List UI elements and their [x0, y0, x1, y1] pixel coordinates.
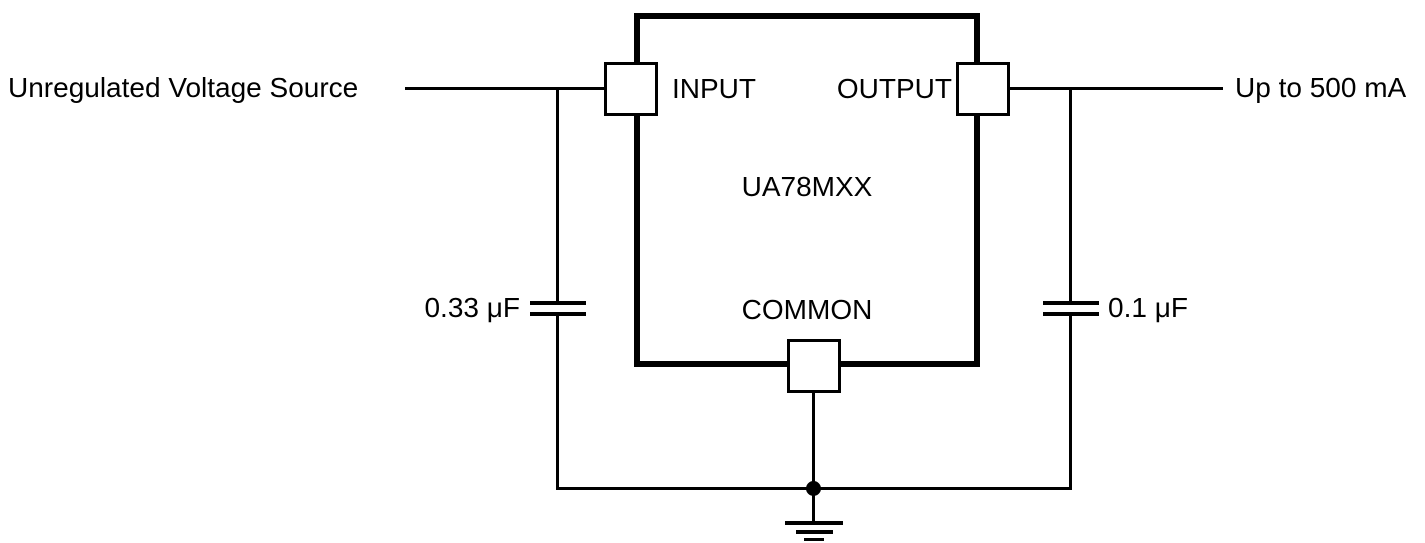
input-pin-label: INPUT	[672, 73, 756, 104]
output-capacitor-label: 0.1 μF	[1108, 292, 1188, 323]
output-pin-label: OUTPUT	[836, 73, 952, 104]
output-wire	[1010, 87, 1223, 90]
output-cap-branch-lower-wire	[1069, 316, 1072, 490]
load-label: Up to 500 mA	[1235, 72, 1407, 103]
output-capacitor-bottom-plate	[1043, 312, 1099, 316]
input-pin	[604, 62, 658, 116]
input-capacitor-bottom-plate	[530, 312, 586, 316]
input-cap-branch-lower-wire	[556, 316, 559, 490]
junction-dot	[806, 481, 821, 496]
common-pin-label: COMMON	[741, 294, 873, 325]
input-capacitor-label: 0.33 μF	[424, 292, 520, 323]
output-capacitor-top-plate	[1043, 301, 1099, 305]
input-wire	[405, 87, 604, 90]
common-pin	[787, 339, 841, 393]
output-cap-branch-upper-wire	[1069, 88, 1072, 301]
input-cap-branch-upper-wire	[556, 88, 559, 301]
ground-bar-middle	[796, 530, 833, 534]
regulator-part-number: UA78MXX	[741, 171, 873, 202]
ground-bar-top	[785, 521, 843, 525]
input-capacitor-top-plate	[530, 301, 586, 305]
output-pin	[956, 62, 1010, 116]
common-pin-wire	[812, 391, 815, 522]
ground-bar-bottom	[804, 538, 824, 541]
source-label: Unregulated Voltage Source	[8, 72, 359, 103]
